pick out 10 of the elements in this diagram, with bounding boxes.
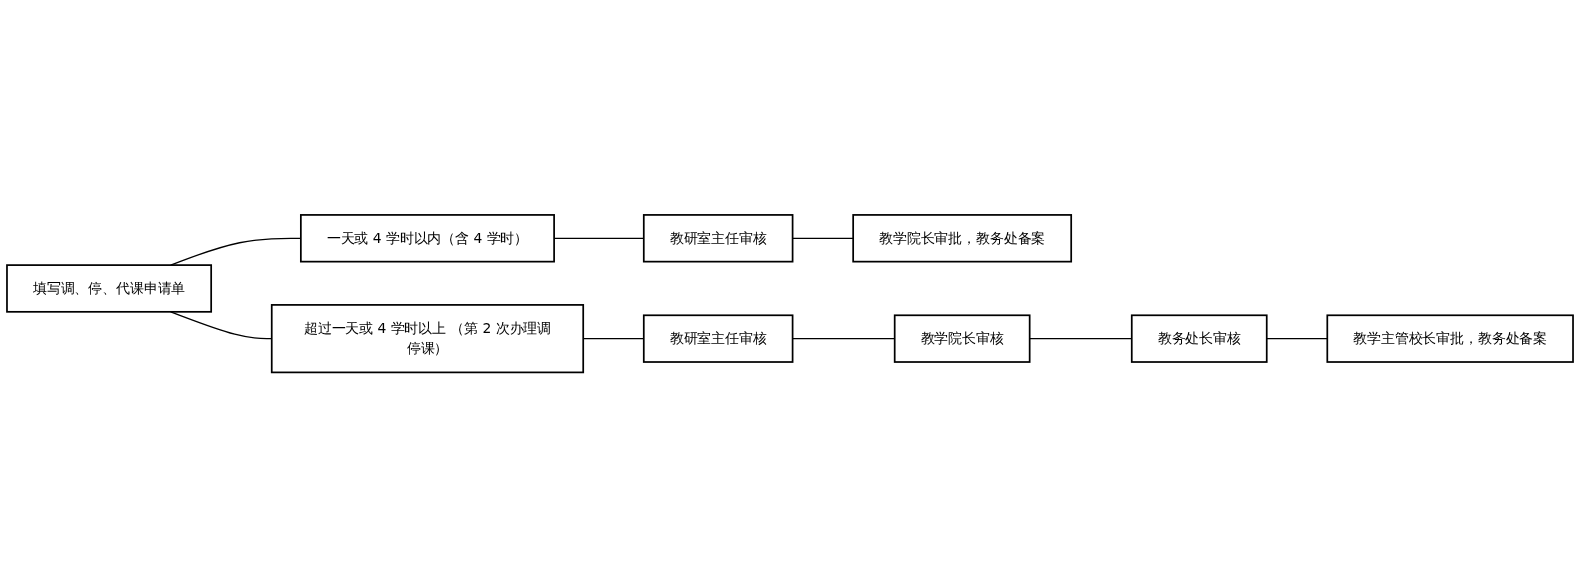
node-box: 一天或 4 学时以内（含 4 学时） [300, 214, 555, 263]
node-box: 教学院长审核 [893, 314, 1031, 364]
node-box: 教研室主任审核 [642, 214, 794, 263]
node-box: 教学院长审批，教务处备案 [852, 214, 1073, 263]
node-box: 教研室主任审核 [642, 314, 794, 364]
node-box: 教学主管校长审批，教务处备案 [1326, 314, 1574, 364]
node-box: 填写调、停、代课申请单 [6, 264, 213, 314]
node-box: 教务处长审核 [1130, 314, 1268, 364]
connector [1266, 338, 1328, 340]
node-box: 超过一天或 4 学时以上 （第 2 次办理调停课） [270, 304, 585, 374]
